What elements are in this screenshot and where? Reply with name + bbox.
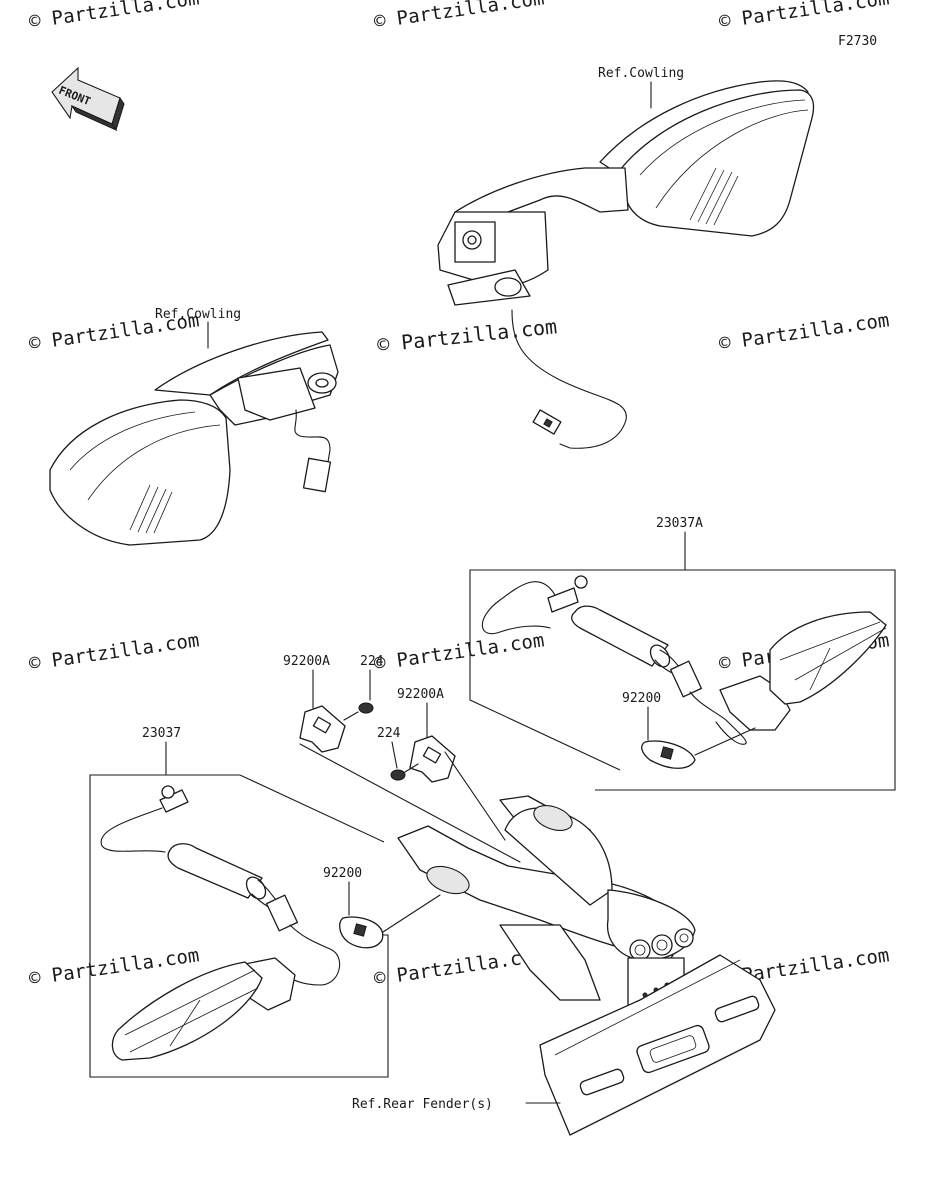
watermark: © Partzilla.com bbox=[718, 0, 891, 33]
box-23037A bbox=[469, 569, 896, 791]
turn-signal-right bbox=[481, 575, 887, 745]
watermark: © Partzilla.com bbox=[28, 0, 201, 33]
callout-ref-cowling-top: Ref.Cowling bbox=[598, 66, 684, 81]
watermark: © Partzilla.com bbox=[28, 944, 201, 990]
watermark: © Partzilla.com bbox=[373, 629, 546, 675]
callout-ref-cowling-left: Ref.Cowling bbox=[155, 307, 241, 322]
diagram-code: F2730 bbox=[838, 34, 877, 49]
bracket-left bbox=[299, 705, 346, 753]
rear-fender bbox=[397, 795, 776, 1136]
callout-92200A-left: 92200A bbox=[283, 654, 330, 669]
box-23037 bbox=[89, 774, 389, 1078]
screw-lower bbox=[390, 763, 419, 781]
callout-23037A: 23037A bbox=[656, 516, 703, 531]
bracket-right bbox=[409, 735, 456, 783]
front-arrow-icon: FRONT bbox=[51, 66, 125, 132]
watermark: © Partzilla.com bbox=[373, 0, 546, 33]
center-watermark: © Partzilla.com bbox=[376, 314, 558, 357]
callout-23037: 23037 bbox=[142, 726, 181, 741]
left-mirror bbox=[49, 331, 339, 546]
turn-signal-left bbox=[100, 785, 341, 1061]
right-mirror bbox=[437, 80, 815, 449]
callout-92200A-right: 92200A bbox=[397, 687, 444, 702]
callout-224-lower: 224 bbox=[377, 726, 401, 741]
grommet-left bbox=[339, 916, 384, 949]
callout-92200-left: 92200 bbox=[323, 866, 362, 881]
watermark: © Partzilla.com bbox=[28, 629, 201, 675]
screw-upper bbox=[343, 702, 374, 721]
callout-224-upper: 224 bbox=[360, 654, 384, 669]
callout-92200-right: 92200 bbox=[622, 691, 661, 706]
watermark: © Partzilla.com bbox=[718, 309, 891, 355]
grommet-right bbox=[641, 740, 696, 769]
callout-ref-rear-fender: Ref.Rear Fender(s) bbox=[352, 1097, 493, 1112]
